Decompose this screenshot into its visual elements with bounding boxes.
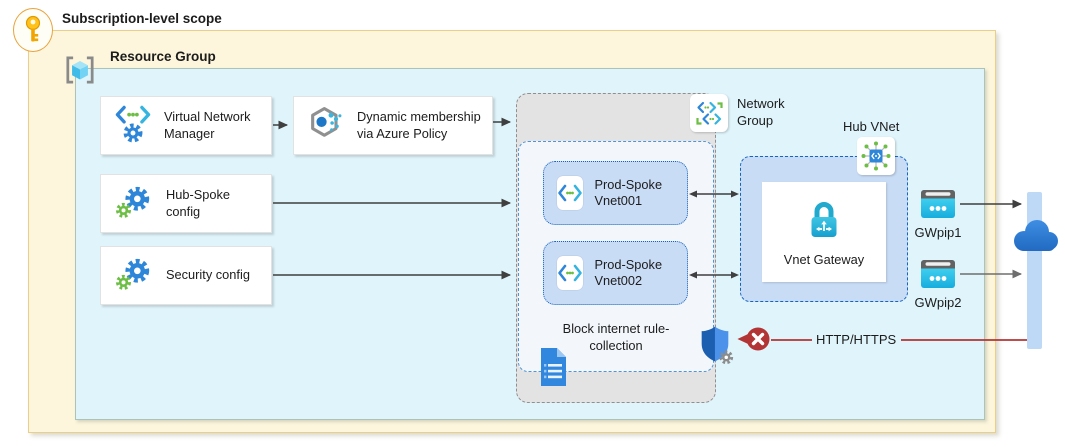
vpn-gateway-lock-icon: [804, 197, 844, 244]
key-icon: [13, 8, 53, 52]
prod-spoke-vnet002-label: Prod-Spoke Vnet002: [594, 256, 663, 288]
prod-spoke-vnet001-node: Prod-Spoke Vnet001: [543, 161, 688, 225]
virtual-network-icon: [557, 176, 584, 210]
virtual-network-manager-label: Virtual Network Manager: [164, 109, 251, 141]
gwpip1-label: GWpip1: [914, 225, 962, 240]
http-https-label: HTTP/HTTPS: [816, 332, 897, 347]
security-config-node: Security config: [100, 246, 272, 305]
resource-group-icon: [62, 52, 98, 93]
virtual-network-icon: [557, 256, 584, 290]
dynamic-membership-label: Dynamic membership via Azure Policy: [357, 109, 481, 141]
blocked-x-icon: [745, 326, 771, 357]
network-group-label: Network Group: [737, 96, 785, 128]
virtual-network-manager-icon: [113, 103, 153, 147]
dynamic-membership-node: Dynamic membership via Azure Policy: [293, 96, 493, 155]
security-config-label: Security config: [166, 267, 250, 283]
firewall-policy-shield-icon: [697, 324, 734, 370]
public-ip-icon: [920, 189, 956, 224]
hub-spoke-config-label: Hub-Spoke config: [166, 187, 231, 219]
gears-icon: [113, 181, 155, 225]
resource-group-title: Resource Group: [110, 49, 216, 64]
vnet-gateway-label: Vnet Gateway: [783, 252, 865, 267]
prod-spoke-vnet002-node: Prod-Spoke Vnet002: [543, 241, 688, 305]
hub-vnet-label: Hub VNet: [843, 119, 900, 134]
virtual-network-manager-node: Virtual Network Manager: [100, 96, 272, 155]
internet-cloud-icon: [1009, 216, 1061, 259]
hub-vnet-icon: [857, 137, 895, 175]
prod-spoke-vnet001-label: Prod-Spoke Vnet001: [594, 176, 663, 208]
public-ip-icon: [920, 259, 956, 294]
subscription-scope-title: Subscription-level scope: [62, 11, 222, 26]
network-group-icon: [690, 94, 728, 132]
rule-collection-document-icon: [537, 346, 569, 393]
azure-policy-icon: [306, 103, 346, 147]
vnet-gateway-node: Vnet Gateway: [762, 182, 886, 282]
hub-spoke-config-node: Hub-Spoke config: [100, 174, 272, 233]
gwpip2-label: GWpip2: [914, 295, 962, 310]
gears-icon: [113, 253, 155, 297]
rule-collection-label: Block internet rule-collection: [562, 321, 670, 353]
